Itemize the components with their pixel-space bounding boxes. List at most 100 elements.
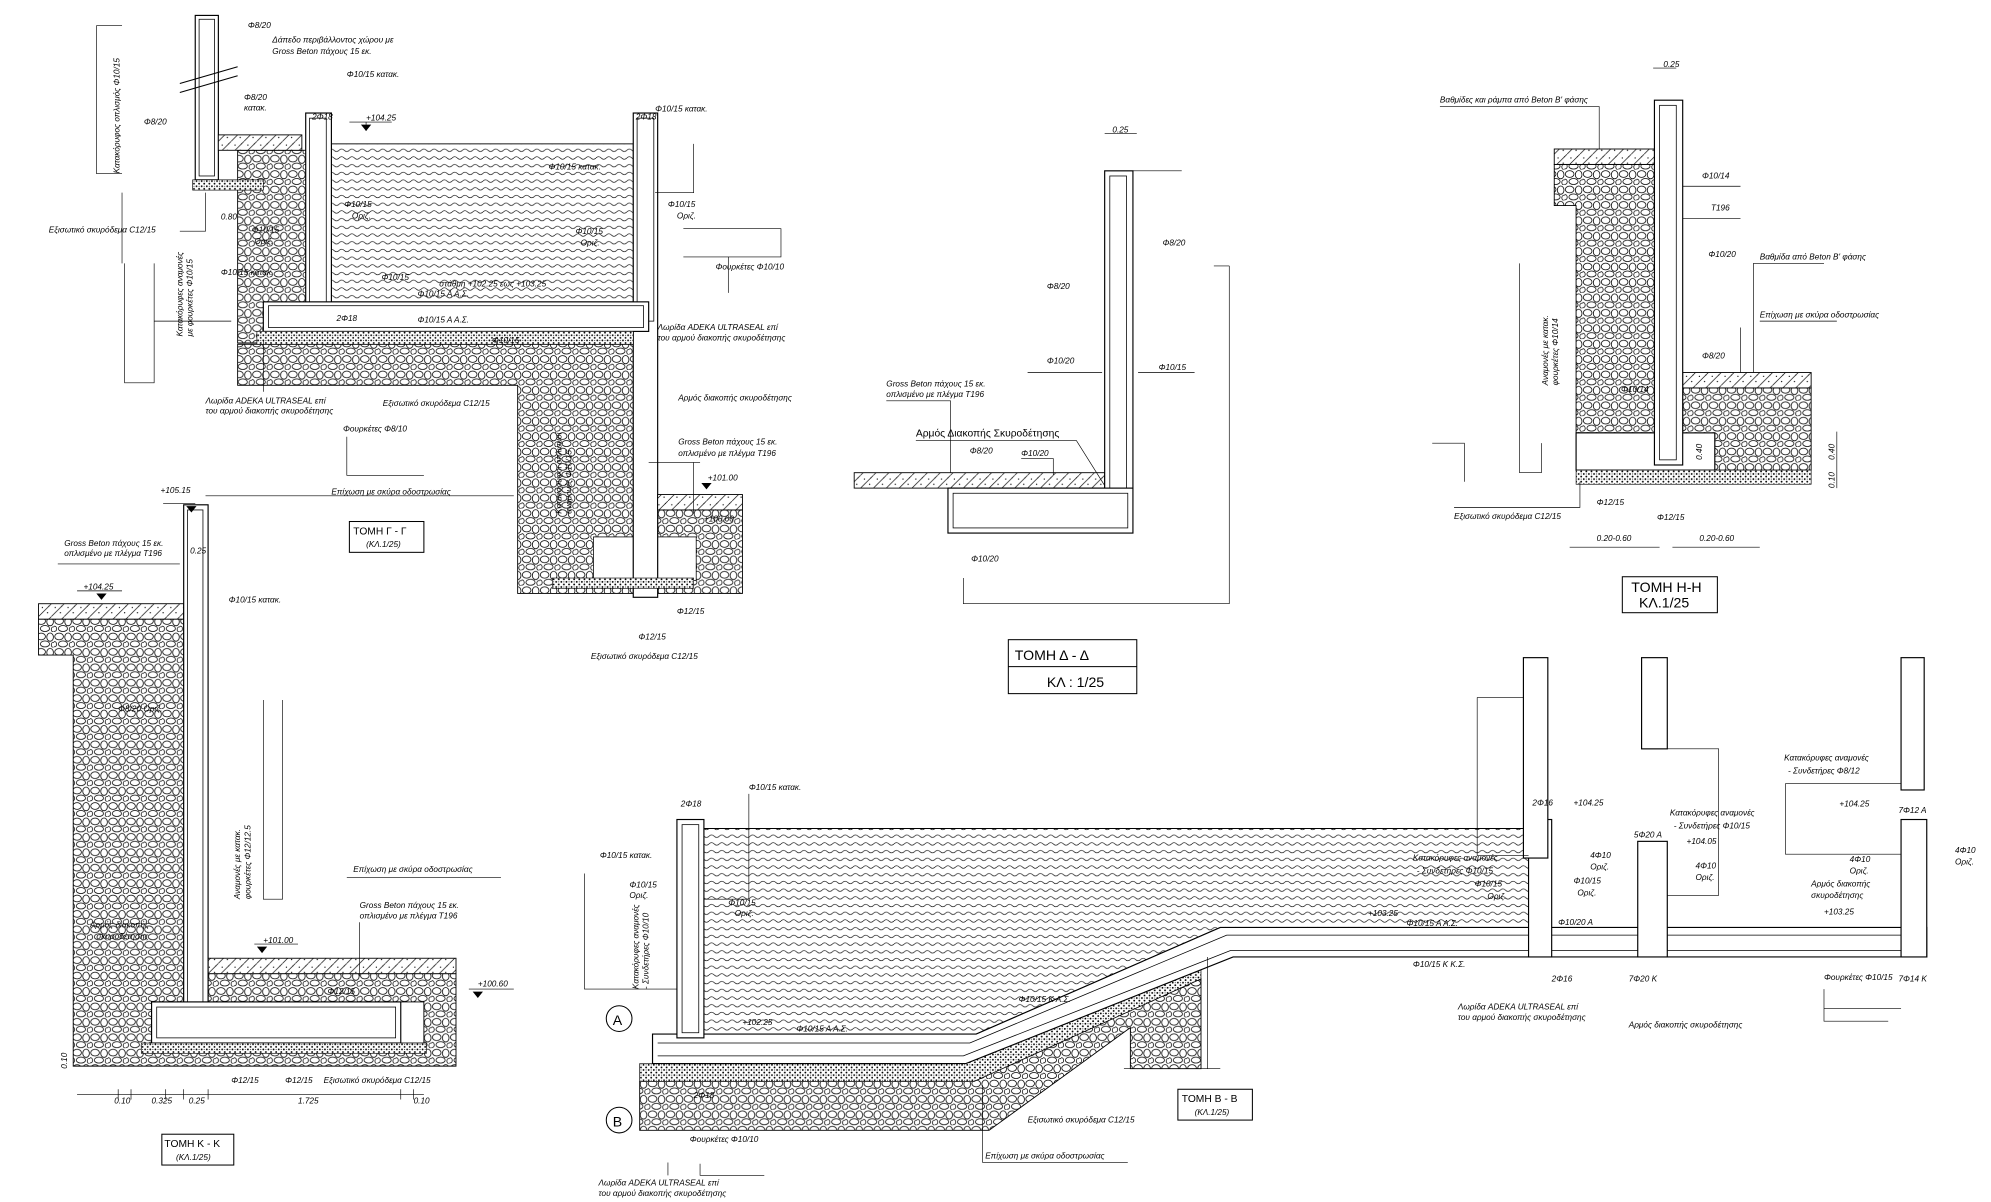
annotation-label: Φ10/15 (252, 225, 280, 234)
annotation-label: Gross Beton πάχους 15 εκ. (64, 539, 163, 548)
annotation-label: 4Φ10 (1955, 846, 1976, 855)
annotation-label: Κατακόρυφες αναμονές (175, 252, 184, 337)
annotation-label: Φ12/15 (638, 633, 666, 642)
annotation-label: 2Φ16 (1531, 798, 1553, 807)
annotation-label: Οριζ. (629, 891, 648, 900)
annotation-label: Οριζ. (1850, 866, 1869, 875)
footing (1575, 432, 1716, 471)
hatched-slab (853, 472, 1106, 489)
annotation-label: Επίχωση με σκύρα οδοστρωσίας (985, 1152, 1104, 1161)
level-mark: +103.25 (1368, 909, 1398, 918)
annotation-label: του αρμού διακοπής σκυροδέτησης (658, 333, 786, 342)
level-mark: +100.60 (478, 979, 508, 988)
annotation-label: Gross Beton πάχους 15 εκ. (360, 901, 459, 910)
annotation-label: του αρμού διακοπής σκυροδέτησης (599, 1189, 727, 1198)
annotation-label: Κατακόρυφες αναμονές (631, 904, 640, 989)
annotation-label: Φ8/20 (244, 93, 267, 102)
hatched-slab (1553, 148, 1655, 165)
bottom-slab (262, 301, 650, 332)
annotation-label: Φ12/15 (1657, 513, 1685, 522)
annotation-label: Κατακόρυφες αναμονές (1784, 753, 1869, 762)
annotation-label: Φ10/14 (1621, 385, 1649, 394)
annotation-label: Λωρίδα ADEKA ULTRASEAL επί (598, 1179, 720, 1188)
annotation-label: Φ10/20 (1708, 250, 1736, 259)
annotation-label: Φ12/15 (328, 987, 356, 996)
dimension-label: 0.25 (1112, 125, 1128, 134)
annotation-label: Φ10/15 (1159, 363, 1187, 372)
annotation-label: Φ10/15 Κ Κ.Σ. (1413, 960, 1465, 969)
section-marker-b: B (605, 1106, 633, 1134)
annotation-label: Φ10/15 Α Α.Σ. (417, 315, 469, 324)
annotation-label: Αναμονές με κατακ. (233, 829, 242, 900)
annotation-label: Οριζ. (1590, 863, 1609, 872)
dimension-label: 0.10 (114, 1096, 130, 1105)
annotation-label: Εξισωτικό σκυρόδεμα C12/15 (1454, 512, 1561, 521)
annotations-bb: 2Φ18 Φ10/15 κατακ. Φ10/15 κατακ. Φ10/15 … (598, 753, 1976, 1197)
annotation-label: Φ10/15 (629, 881, 657, 890)
annotation-label: Οριζ. (1487, 892, 1506, 901)
annotation-label: 4Φ10 (1590, 851, 1611, 860)
level-mark: +100.60 (704, 515, 734, 524)
annotation-label: Αρμός διακοπής (89, 920, 149, 929)
annotation-label: 2Φ16 (1551, 974, 1573, 983)
dimension-label: 0.10 (414, 1096, 430, 1105)
annotation-label: Οριζ. (254, 237, 273, 246)
footing-void (593, 536, 634, 581)
annotation-label: Εξισωτικό σκυρόδεμα C12/15 (383, 399, 490, 408)
annotation-label: Φ10/20 (1021, 449, 1049, 458)
annotation-label: Gross Beton πάχους 15 εκ. (272, 47, 371, 56)
annotation-label: 2Φ18 (635, 112, 657, 121)
section-scale: ΚΛ : 1/25 (1047, 674, 1104, 690)
annotation-label: Βαθμίδα από Beton B' φάσης (1760, 252, 1866, 261)
level-mark: +103.25 (1824, 908, 1854, 917)
dimension-label: 0.20-0.60 (1699, 534, 1734, 543)
annotation-label: Κατακόρυφος οπλισμός Φ10/15 (112, 58, 121, 174)
annotation-label: Αρμός διακοπής σκυροδέτησης (1628, 1021, 1743, 1030)
annotation-label: Φ8/20 (1047, 282, 1070, 291)
annotation-label: Φ8/20 (144, 118, 167, 127)
annotation-label: Οριζ. (1577, 888, 1596, 897)
section-title-dd: ΤΟΜΗ Δ - Δ ΚΛ : 1/25 (1007, 639, 1138, 695)
annotation-label: Φ12/15 (285, 1076, 313, 1085)
annotation-label: του αρμού διακοπής σκυροδέτησης (1458, 1013, 1586, 1022)
dimension-label: 1.725 (298, 1096, 319, 1105)
section-bb: A B ΤΟΜΗ Β - Β (ΚΛ.1/25) 2Φ18 Φ10/15 κατ… (584, 657, 1976, 1198)
section-scale: (ΚΛ.1/25) (366, 540, 401, 549)
column-elevation (1641, 657, 1668, 750)
section-marker-a: A (605, 1005, 633, 1032)
marker-label: A (613, 1012, 623, 1028)
section-scale: (ΚΛ.1/25) (1195, 1108, 1230, 1117)
annotation-label: 5Φ20 Α (1634, 830, 1663, 839)
annotation-label: σκυροδέτησης (96, 932, 148, 941)
annotation-label: Φ10/15 κατακ. (229, 595, 281, 604)
annotation-label: με φουρκέτες Φ10/15 (186, 259, 195, 338)
dimension-label: 0.40 (1695, 443, 1704, 459)
annotation-label: Φ10/15 (381, 273, 409, 282)
annotation-label: Gross Beton πάχους 15 εκ. (678, 437, 777, 446)
footing (150, 1001, 402, 1044)
section-title: ΤΟΜΗ Β - Β (1182, 1094, 1238, 1105)
annotation-label: Gross Beton πάχους 15 εκ. (886, 380, 985, 389)
annotation-label: Κατακόρυφες αναμονές (1413, 854, 1498, 863)
level-mark: +104.25 (366, 114, 396, 123)
lean-concrete (552, 577, 694, 589)
annotation-label: Φ10/15 (728, 899, 756, 908)
annotation-label: Φ10/15 Α Α.Σ. (417, 290, 469, 299)
annotation-label: Φουρκέτες Φ10/10 (715, 263, 784, 272)
section-hh: ΤΟΜΗ Η-Η ΚΛ.1/25 0.25 Βαθμίδες και ράμπα… (1432, 60, 1879, 614)
annotation-label: Φ10/15 Κ Α.Σ. (1019, 995, 1071, 1004)
annotation-label: Φ10/15 (492, 336, 520, 345)
section-title: ΤΟΜΗ Κ - Κ (164, 1139, 220, 1150)
annotation-label: Οριζ. (581, 238, 600, 247)
pool-water (330, 143, 634, 303)
column-7f12 (1900, 818, 1928, 958)
annotation-label: Φ10/15 (1574, 877, 1602, 886)
annotation-label: T196 (1711, 204, 1730, 213)
annotation-label: 7Φ14 Κ (1898, 974, 1927, 983)
column-elevation (1900, 657, 1925, 791)
retaining-wall (1653, 99, 1684, 466)
annotation-label: οπλισμένο με πλέγμα T196 (64, 549, 162, 558)
annotation-label: Λωρίδα ADEKA ULTRASEAL επί (205, 396, 327, 405)
annotation-label: - Συνδετήρες Φ10/15 (1417, 866, 1494, 875)
annotation-label: - Συνδετήρες Φ10/10 (642, 912, 651, 989)
